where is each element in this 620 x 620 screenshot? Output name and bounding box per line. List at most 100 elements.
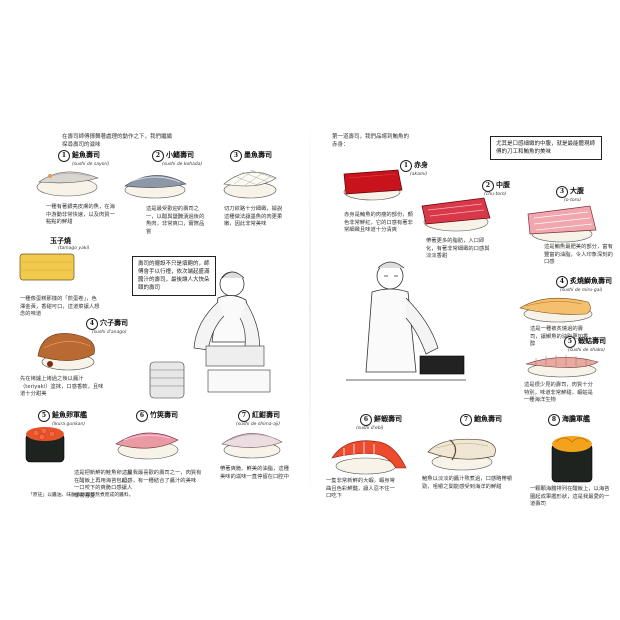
- item-number-badge: 7: [238, 410, 250, 422]
- aji-sushi-illustration: [115, 432, 179, 460]
- shima-aji-sushi-illustration: [221, 433, 283, 459]
- sushi-item-tamago: 玉子燒 (tamago yaki) 一種像蛋糕那樣的「煎蛋卷」，色澤金黃，香甜可…: [12, 236, 122, 317]
- ebi-sushi-illustration: [331, 440, 407, 475]
- item-name: 小鰭壽司: [166, 150, 194, 159]
- item-number-badge: 3: [556, 186, 568, 198]
- tamago-illustration: [19, 253, 75, 281]
- sushi-chef-illustration-left: [149, 271, 271, 399]
- item-number-badge: 5: [564, 336, 576, 348]
- item-romaji: (tamago yaki): [58, 246, 90, 251]
- ikura-gunkan-illustration: [25, 427, 65, 463]
- miru-gai-sushi-illustration: [519, 297, 593, 323]
- item-number-badge: 1: [58, 150, 70, 162]
- item-name: 鮭魚壽司: [72, 150, 100, 159]
- item-name: 玉子燒: [50, 236, 71, 245]
- item-description: 這是一種被炙燒過的壽司，讓鰤魚的油脂更加香醇: [530, 326, 589, 347]
- item-description: 這是最受歡迎的壽司之一，以醋與鹽醃漬過後的魚肉，非常爽口，實際品嘗: [146, 206, 205, 235]
- item-name: 赤身: [414, 160, 428, 169]
- chu-toro-sushi-illustration: [421, 197, 491, 232]
- item-number-badge: 7: [460, 414, 472, 426]
- item-description: 赤身是鮪魚的肉瘦的部份，顏色非常鮮紅，它的口感有著非常細緻且味道十分清爽: [344, 212, 413, 233]
- item-name: 鮭魚卵軍艦: [52, 410, 87, 419]
- item-number-badge: 8: [548, 414, 560, 426]
- item-romaji: (sushi de sayori): [72, 162, 110, 167]
- item-description: 一種像蛋糕那樣的「煎蛋卷」，色澤金黃，香甜可口，這道菜讓人想念的味道: [20, 296, 100, 317]
- item-description: 先在烤爐上烤過之後以醬汁（teriyaki）塗抹，口感香軟，且味道十分甜美: [20, 376, 104, 397]
- page-gutter: [309, 110, 311, 510]
- item-number-badge: 2: [152, 150, 164, 162]
- right-note-box: 尤其是口感細緻的中腹，就是最能體現師傅的刀工和鮪魚的美味: [490, 136, 602, 160]
- item-number-badge: 1: [400, 160, 412, 172]
- o-toro-sushi-illustration: [527, 205, 597, 243]
- item-description: 這是把新鮮的鮭魚卵，放在醋飯上再用海苔包起，一口咬下的爽脆口感讓人非常喜愛: [74, 470, 133, 499]
- item-description: 這是鮪魚最肥美的部分，富有豐富的油脂，令人印象深刻的口感: [544, 244, 613, 265]
- item-romaji: (sushi de miru-gai): [560, 288, 603, 293]
- item-number-badge: 3: [230, 150, 242, 162]
- right-intro-text: 第一道壽司，我們品嚐到鮪魚的赤身：: [332, 134, 410, 148]
- item-name: 海膽軍艦: [562, 414, 590, 423]
- item-romaji: (sushi de shako): [568, 348, 605, 353]
- uni-gunkan-illustration: [551, 436, 593, 483]
- item-name: 鮮蝦壽司: [374, 414, 402, 423]
- item-description: 一顆顆海膽排列在醋飯上，以海苔圍起成軍艦形狀，這是我最愛的一道壽司: [530, 486, 610, 507]
- item-romaji: (ikura gunkan): [52, 422, 86, 427]
- anago-sushi-illustration: [37, 333, 95, 371]
- item-romaji: (akami): [410, 172, 428, 177]
- item-description: 這是很少見的壽司，肉質十分特別，味道非常鮮甜，蝦蛄是一種海洋生物: [524, 382, 593, 403]
- akami-sushi-illustration: [343, 169, 403, 201]
- item-name: 中腹: [496, 180, 510, 189]
- item-name: 墨魚壽司: [244, 150, 272, 159]
- item-name: 大腹: [570, 186, 584, 195]
- sayori-sushi-illustration: [36, 171, 99, 197]
- item-description: 一隻非常新鮮的大蝦，蝦身彎曲且色彩鮮豔，讓人忍不住一口吃下: [326, 478, 395, 499]
- item-romaji: (sushi de shima-aji): [236, 422, 281, 427]
- item-romaji: (sushi d'ebi): [356, 426, 384, 431]
- item-number-badge: 4: [556, 276, 568, 288]
- item-description: 帶著爽脆、鮮美的油脂，這種美味的滋味一直停留在口腔中: [220, 466, 289, 480]
- item-number-badge: 5: [38, 410, 50, 422]
- item-name: 竹筴壽司: [150, 410, 178, 419]
- sushi-chef-illustration-right: [346, 261, 466, 381]
- item-name: 紅魽壽司: [252, 410, 280, 419]
- footnote: 「原註」以醬油、味醂與砂糖等熬煮而成的醬料。: [28, 493, 134, 498]
- item-description: 這是我最喜歡的壽司之一，肉質有口感，有一種結合了醬汁的美味: [122, 470, 202, 484]
- item-description: 切刀紋路十分細緻，據說這種做法讓墨魚的肉更柔嫩，因此非常美味: [224, 206, 283, 227]
- shako-sushi-illustration: [525, 355, 599, 378]
- item-name: 蝦蛄壽司: [578, 336, 606, 345]
- item-name: 炙燒鰤魚壽司: [570, 276, 612, 285]
- item-number-badge: 2: [482, 180, 494, 192]
- awabi-sushi-illustration: [427, 438, 496, 471]
- item-romaji: (sushi d'anago): [92, 330, 127, 335]
- item-description: 一種有著銀亮皮膚的魚，在海中游動非常快速，以及肉質一點點的鮮甜: [46, 204, 115, 225]
- item-name: 鮑魚壽司: [474, 414, 502, 423]
- item-name: 穴子壽司: [100, 318, 128, 327]
- left-intro-text: 在壽司師傅揮舞著處理的動作之下，我們繼續探尋壽司的滋味: [62, 134, 173, 148]
- kohada-sushi-illustration: [124, 175, 187, 199]
- item-romaji: (chu-toro): [484, 192, 507, 197]
- ika-sushi-illustration: [223, 169, 277, 199]
- item-number-badge: 6: [360, 414, 372, 426]
- item-romaji: (o-toro): [564, 198, 582, 203]
- left-note-box: 壽司的擺設不只是填飽的，師傅會手以行禮，依次端起盛滿醬汁的壽司，最後讓人大快朵頤…: [132, 256, 216, 296]
- item-number-badge: 4: [86, 318, 98, 330]
- item-description: 鮑魚以淡淡的醬汁熬煮過，口感略帶嚼勁，咀嚼之間能感受到海洋的鮮甜: [422, 476, 513, 490]
- item-romaji: (sushi de kohada): [162, 162, 203, 167]
